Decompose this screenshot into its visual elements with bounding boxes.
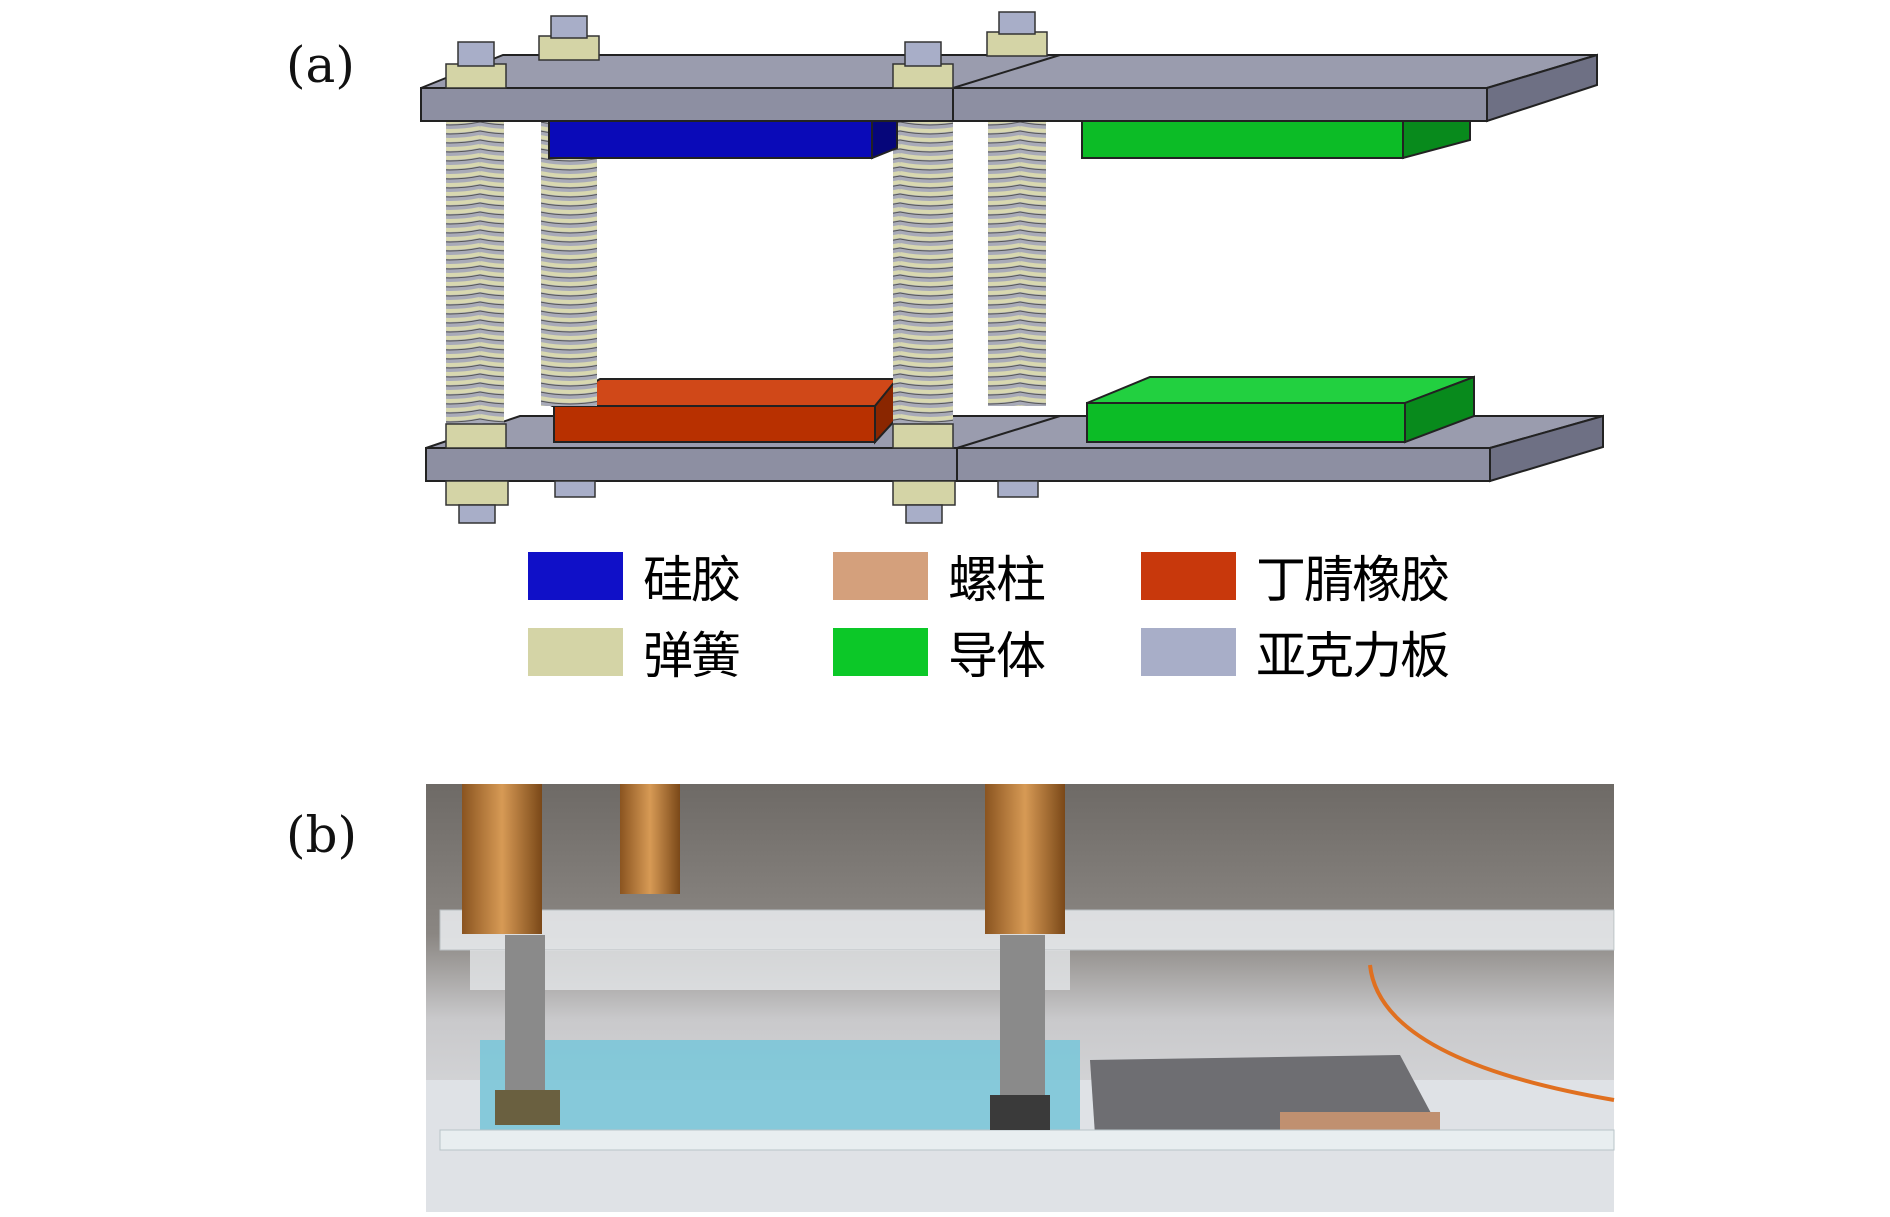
legend-swatch xyxy=(833,552,928,600)
legend-label: 丁腈橡胶 xyxy=(1256,551,1450,609)
nitrile-rubber-block xyxy=(550,376,900,445)
legend-label: 螺柱 xyxy=(948,551,1046,609)
legend: 硅胶 螺柱 丁腈橡胶 弹簧 导体 亚克力板 xyxy=(528,551,1461,685)
panel-a-label: (a) xyxy=(286,36,355,94)
legend-swatch xyxy=(1141,628,1236,676)
spring xyxy=(988,121,1046,406)
silicone-block xyxy=(548,120,898,160)
legend-swatch xyxy=(528,552,623,600)
legend-swatch xyxy=(1141,552,1236,600)
legend-item-stud: 螺柱 xyxy=(833,551,1141,609)
panel-b-label: (b) xyxy=(286,806,358,864)
legend-item-silicone: 硅胶 xyxy=(528,551,833,609)
legend-item-spring: 弹簧 xyxy=(528,627,833,685)
top-conductor-block xyxy=(1081,120,1471,160)
bottom-conductor-block xyxy=(1086,375,1475,444)
legend-item-acrylic-plate: 亚克力板 xyxy=(1141,627,1461,685)
legend-label: 弹簧 xyxy=(643,627,741,685)
legend-label: 硅胶 xyxy=(643,551,741,609)
springs xyxy=(446,121,1046,426)
top-nuts xyxy=(445,11,1048,89)
legend-swatch xyxy=(528,628,623,676)
legend-label: 亚克力板 xyxy=(1256,627,1450,685)
spring xyxy=(446,121,504,426)
legend-item-nitrile-rubber: 丁腈橡胶 xyxy=(1141,551,1461,609)
spring xyxy=(541,121,597,406)
legend-item-conductor: 导体 xyxy=(833,627,1141,685)
top-acrylic-plate xyxy=(420,53,1598,123)
spring xyxy=(893,121,953,426)
legend-label: 导体 xyxy=(948,627,1046,685)
bottom-nuts xyxy=(445,423,1039,524)
device-photo xyxy=(426,784,1615,1212)
legend-swatch xyxy=(833,628,928,676)
